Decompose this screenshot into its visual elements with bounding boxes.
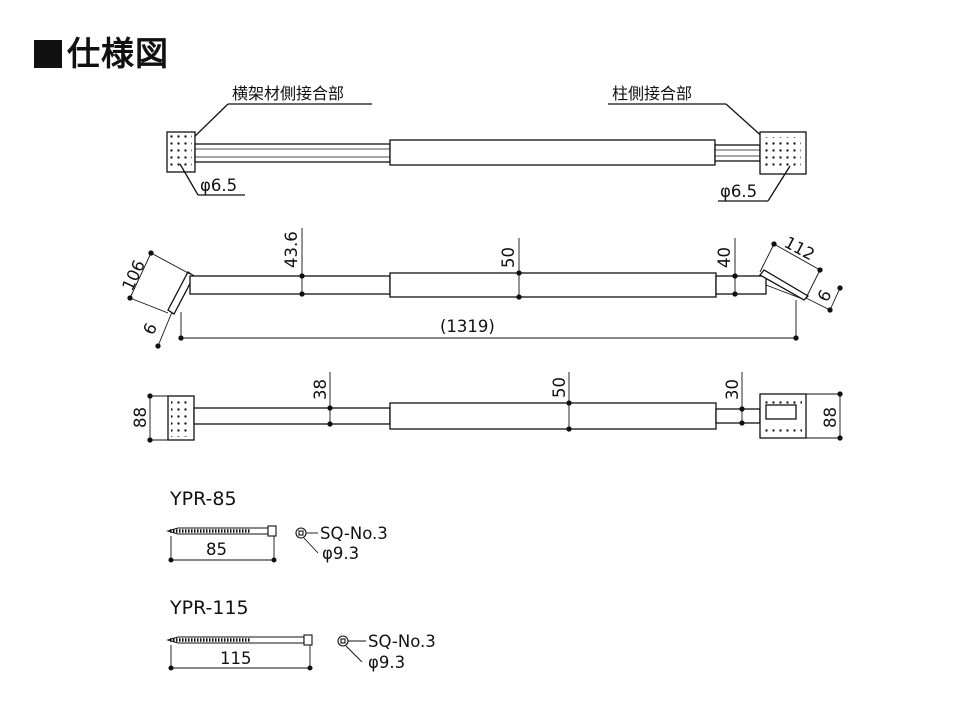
main-tube xyxy=(389,272,717,298)
leader-line xyxy=(767,165,791,202)
dim-dia-thin-right: 30 xyxy=(723,379,742,400)
thin-rod-left xyxy=(189,275,391,295)
thin-rod-right xyxy=(715,408,761,424)
thin-rod-left xyxy=(194,143,391,163)
dim-dia-thin-left: 38 xyxy=(311,379,330,400)
screw-length: 115 xyxy=(220,649,252,668)
screw-head xyxy=(267,525,277,537)
right-bracket-holes xyxy=(765,137,801,169)
top-view: 横架材側接合部 柱側接合部 φ6.5 φ6.5 xyxy=(166,84,807,202)
screw-drive: SQ-No.3 xyxy=(320,524,388,543)
screw-head-dia: φ9.3 xyxy=(322,544,359,563)
title-text: 仕様図 xyxy=(67,34,169,73)
dim-left-thickness: 6 xyxy=(139,320,161,338)
dim-overall-length: (1319) xyxy=(440,317,495,336)
right-joint-label: 柱側接合部 xyxy=(612,84,692,103)
plan-view: 88 38 50 30 88 xyxy=(131,372,843,443)
dim-right-arm: 112 xyxy=(781,233,818,265)
screw-model: YPR-115 xyxy=(169,597,249,619)
right-angled-plate xyxy=(759,269,810,301)
left-bracket-holes xyxy=(170,135,192,169)
screw-length: 85 xyxy=(206,540,227,559)
main-tube xyxy=(389,139,716,166)
square-drive-icon xyxy=(337,635,349,647)
dim-right-thickness: 6 xyxy=(814,287,836,305)
thin-rod-right xyxy=(715,275,767,295)
left-angled-plate xyxy=(167,271,195,315)
dim-left-arm: 106 xyxy=(118,257,149,294)
screw-ypr-115: YPR-115 115 SQ-No.3 φ9.3 xyxy=(166,597,436,672)
thin-rod-left xyxy=(193,407,391,425)
main-tube xyxy=(389,402,717,430)
screw-model: YPR-85 xyxy=(169,488,237,510)
dim-dia-thin-right: 40 xyxy=(715,247,734,268)
left-joint-label: 横架材側接合部 xyxy=(232,84,344,103)
screw-drive: SQ-No.3 xyxy=(368,632,436,651)
screw-head xyxy=(303,634,313,646)
screw-ypr-85: YPR-85 85 SQ-No.3 φ9.3 xyxy=(166,488,388,563)
dim-right-plate: 88 xyxy=(821,407,840,428)
page-title: 仕様図 xyxy=(34,36,169,72)
leader-line xyxy=(189,103,229,142)
dim-dia-center: 50 xyxy=(499,247,518,268)
right-hole-dia: φ6.5 xyxy=(720,182,757,201)
thin-rod-right xyxy=(714,144,761,162)
square-drive-icon xyxy=(295,527,307,539)
square-bullet-icon xyxy=(34,40,62,68)
leader-line xyxy=(179,163,199,196)
leader-line xyxy=(725,103,767,141)
dim-dia-thin-left: 43.6 xyxy=(282,231,301,268)
side-view: 43.6 50 40 106 6 112 6 (1319) xyxy=(118,228,843,349)
dim-dia-center: 50 xyxy=(550,377,569,398)
dim-left-plate: 88 xyxy=(131,407,150,428)
screw-head-dia: φ9.3 xyxy=(368,653,405,672)
left-hole-dia: φ6.5 xyxy=(200,176,237,195)
